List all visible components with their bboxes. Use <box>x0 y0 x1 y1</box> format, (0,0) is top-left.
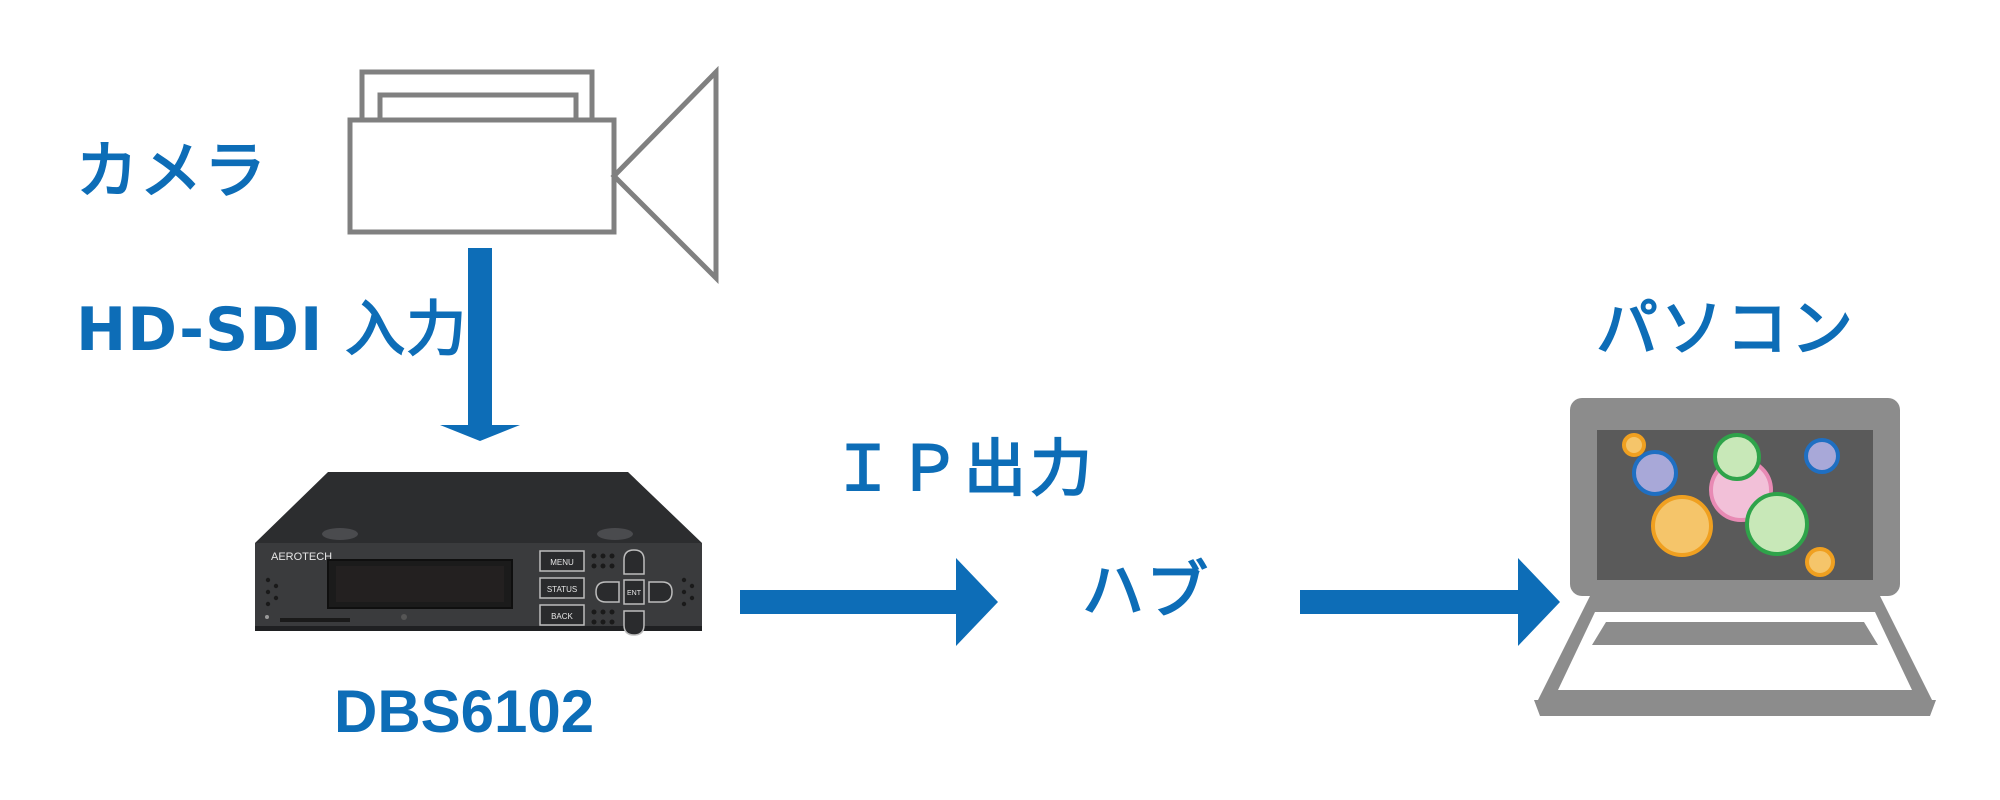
back-button[interactable]: BACK <box>539 604 585 626</box>
arrow-right-icon <box>1300 558 1560 646</box>
menu-button[interactable]: MENU <box>539 550 585 572</box>
video-camera-icon <box>347 65 719 285</box>
hd-sdi-input-label: HD-SDI 入力 <box>76 295 468 365</box>
right-arrow-button[interactable] <box>648 581 673 603</box>
up-arrow-button[interactable] <box>623 549 645 575</box>
left-arrow-button[interactable] <box>595 581 620 603</box>
hub-label: ハブ <box>1082 554 1211 627</box>
device-brand-logo: AEROTECH <box>271 551 332 563</box>
down-arrow-button[interactable] <box>623 610 645 636</box>
device-label: DBS6102 <box>334 678 595 745</box>
back-button-label: BACK <box>551 612 573 621</box>
dbs6102-device: AEROTECH MENU STATUS BACK <box>255 472 702 636</box>
enter-button-label: ENT <box>627 590 642 597</box>
status-button[interactable]: STATUS <box>539 577 585 599</box>
screen-bubbles <box>1622 433 1840 577</box>
camera-label: カメラ <box>76 134 269 207</box>
pc-label: パソコン <box>1596 292 1857 365</box>
device-vent-holes <box>265 553 695 625</box>
arrow-down-icon <box>440 248 520 441</box>
enter-button[interactable] <box>623 579 645 605</box>
arrow-right-icon <box>740 558 998 646</box>
laptop-icon <box>1534 398 1936 716</box>
ip-output-label: ＩＰ出力 <box>832 432 1097 505</box>
status-button-label: STATUS <box>547 585 577 594</box>
menu-button-label: MENU <box>550 558 574 567</box>
